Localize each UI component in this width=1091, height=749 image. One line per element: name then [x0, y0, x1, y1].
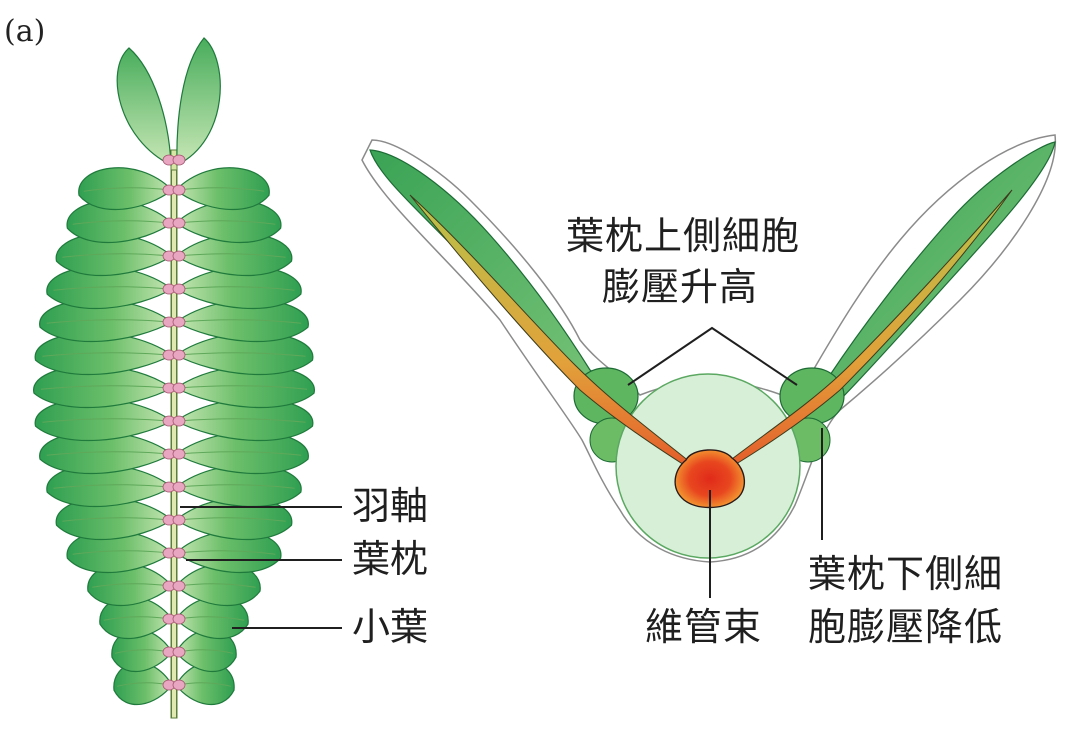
pulvinus-cross-section — [361, 134, 1057, 563]
leaflet-midrib — [177, 352, 306, 357]
leaflet-midrib — [177, 286, 295, 291]
label-upper-cells-line1: 葉枕上側細胞 — [566, 214, 801, 258]
label-lower-cells-line2: 胞膨壓降低 — [808, 605, 1004, 649]
leaflet-midrib — [83, 187, 171, 192]
leaflet-midrib — [40, 385, 171, 390]
leader-lines — [180, 326, 823, 629]
leaflet-midrib — [177, 550, 276, 555]
pulvinule — [172, 514, 186, 526]
leaflet-midrib — [72, 220, 171, 225]
terminal-leaflet-left — [116, 47, 172, 166]
pulvinule — [172, 316, 186, 328]
leaflet-midrib — [177, 517, 286, 522]
pulvinule — [172, 613, 186, 625]
pulvinule — [172, 646, 186, 658]
leaflet-midrib — [177, 187, 265, 192]
leaflet-midrib — [53, 286, 171, 291]
leaflet-midrib — [53, 484, 171, 489]
vascular-bundle — [674, 449, 746, 509]
pulvinule — [172, 580, 186, 592]
label-vascular-bundle: 維管束 — [645, 605, 763, 649]
pulvinule — [172, 154, 186, 166]
pulvinule — [172, 547, 186, 559]
label-upper-cells-line2: 膨壓升高 — [602, 265, 759, 309]
leaflet-midrib — [42, 352, 171, 357]
leader-upper-cells — [627, 326, 798, 386]
leaflet-midrib — [177, 385, 308, 390]
pulvinule — [172, 448, 186, 460]
pulvinule — [172, 415, 186, 427]
pulvinule — [172, 184, 186, 196]
pulvinule — [172, 250, 186, 262]
compound-leaf — [33, 37, 315, 719]
leaflet-midrib — [177, 418, 306, 423]
rachis-overlay — [171, 169, 177, 719]
pulvinule — [172, 382, 186, 394]
leaflet — [78, 167, 173, 211]
pulvinule — [172, 679, 186, 691]
pulvinule — [172, 283, 186, 295]
leaflet-midrib — [177, 253, 286, 258]
right-leaflet-blade — [794, 141, 1056, 412]
leaflet-midrib — [46, 451, 171, 456]
pulvinule — [172, 481, 186, 493]
leaflet-midrib — [177, 451, 302, 456]
terminal-leaflet-right — [176, 37, 221, 166]
label-pulvinus: 葉枕 — [352, 537, 429, 581]
label-leaflet: 小葉 — [352, 605, 429, 649]
leaflet-midrib — [46, 319, 171, 324]
panel-label: (a) — [4, 14, 46, 49]
leaflet-midrib — [62, 253, 171, 258]
label-lower-cells-line1: 葉枕下側細 — [808, 552, 1004, 596]
label-rachis: 羽軸 — [352, 484, 429, 528]
leaflet — [175, 167, 270, 211]
leaflet-midrib — [177, 319, 302, 324]
leaflet-midrib — [72, 550, 171, 555]
leaflet-midrib — [62, 517, 171, 522]
pulvinule — [172, 349, 186, 361]
leaflet-midrib — [42, 418, 171, 423]
leaflet-midrib — [177, 484, 295, 489]
leaflet-midrib — [177, 220, 276, 225]
pulvinule — [172, 217, 186, 229]
